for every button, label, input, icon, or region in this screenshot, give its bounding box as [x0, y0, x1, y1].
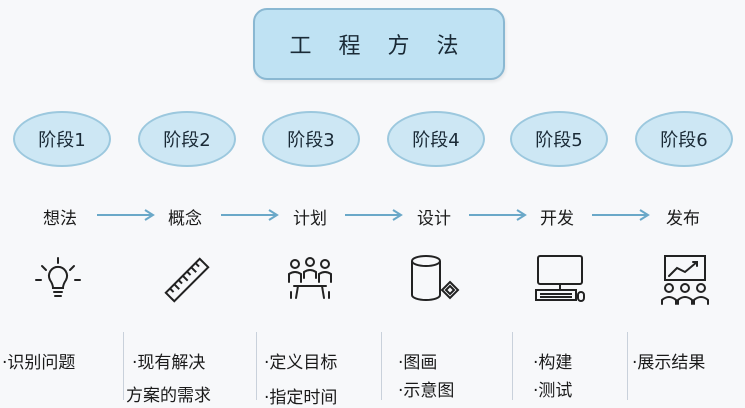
flow-arrow-icon	[592, 209, 650, 221]
cylinder-cube-icon	[411, 255, 460, 301]
step-label-idea: 想法	[43, 209, 77, 229]
column-divider	[381, 332, 382, 400]
task-item: ·现有解决	[132, 353, 206, 373]
task-item: ·示意图	[398, 381, 455, 401]
task-item: ·构建	[533, 353, 573, 373]
step-label-design: 设计	[417, 209, 451, 229]
stage-1-ellipse: 阶段1	[13, 111, 111, 167]
stage-2-ellipse: 阶段2	[138, 111, 236, 167]
flow-arrow-icon	[97, 209, 155, 221]
team-meeting-icon	[288, 257, 332, 299]
stage-3-ellipse: 阶段3	[262, 111, 360, 167]
step-label-concept: 概念	[168, 209, 202, 229]
flow-arrow-icon	[345, 209, 403, 221]
task-item: ·识别问题	[2, 353, 76, 373]
stage-5-ellipse: 阶段5	[510, 111, 608, 167]
stage-4-ellipse: 阶段4	[387, 111, 485, 167]
computer-icon	[535, 255, 585, 302]
column-divider	[512, 332, 513, 400]
task-item: ·定义目标	[264, 353, 338, 373]
task-item: ·图画	[398, 353, 438, 373]
task-item: 方案的需求	[126, 386, 211, 406]
lightbulb-icon	[35, 257, 81, 297]
task-item: ·测试	[533, 381, 573, 401]
task-item: ·展示结果	[632, 353, 706, 373]
column-divider	[256, 332, 257, 400]
column-divider	[123, 332, 124, 400]
task-item: ·指定时间	[264, 388, 338, 408]
flow-arrow-icon	[469, 209, 527, 221]
step-label-release: 发布	[666, 209, 700, 229]
presentation-icon	[661, 255, 709, 305]
ruler-icon	[164, 257, 210, 303]
diagram-title: 工 程 方 法	[253, 8, 505, 80]
step-label-develop: 开发	[540, 209, 574, 229]
stage-6-ellipse: 阶段6	[635, 111, 733, 167]
flow-arrow-icon	[221, 209, 279, 221]
step-label-plan: 计划	[293, 209, 327, 229]
column-divider	[627, 332, 628, 400]
